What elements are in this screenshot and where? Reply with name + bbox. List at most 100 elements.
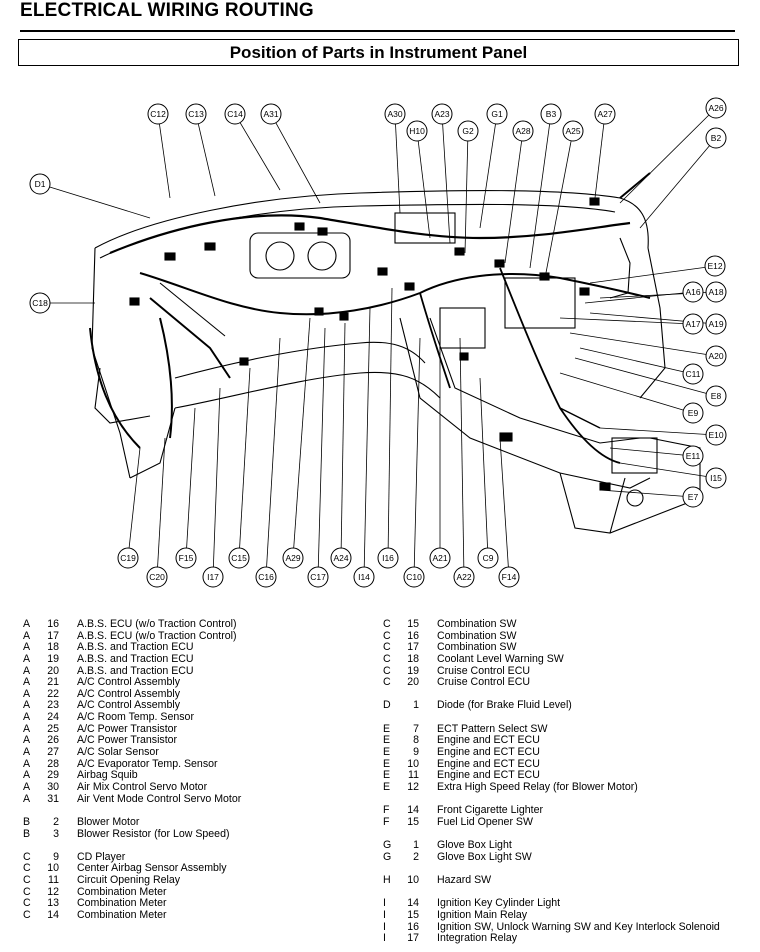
callout-a23: A23: [431, 103, 453, 125]
legend-code: A: [23, 676, 31, 689]
legend-code: C: [383, 641, 391, 654]
callout-c19: C19: [117, 547, 139, 569]
callout-f15: F15: [175, 547, 197, 569]
legend-number: 23: [47, 699, 59, 712]
legend-part-name: Diode (for Brake Fluid Level): [437, 699, 572, 712]
callout-circle: [682, 313, 704, 335]
callout-circle: [260, 103, 282, 125]
legend-part-name: Engine and ECT ECU: [437, 746, 540, 759]
callout-g2: G2: [457, 120, 479, 142]
legend-part-name: A/C Power Transistor: [77, 722, 178, 735]
legend-number: 17: [407, 932, 419, 945]
legend-part-name: Combination Meter: [77, 885, 167, 898]
leader-line-c12: [157, 113, 171, 199]
leader-line-i17: [212, 387, 221, 578]
legend-code: A: [23, 699, 31, 712]
legend-code: A: [23, 792, 31, 805]
callout-text: A24: [333, 553, 348, 563]
legend-number: 3: [53, 827, 59, 840]
legend-code: C: [23, 850, 31, 863]
callout-circle: [117, 547, 139, 569]
callout-circle: [330, 547, 352, 569]
legend-part-name: Combination SW: [437, 618, 517, 630]
instrument-panel-drawing: [89, 172, 701, 534]
callout-text: I16: [382, 553, 394, 563]
legend-part-name: Airbag Squib: [77, 769, 138, 782]
callout-c20: C20: [146, 566, 168, 588]
legend-code: A: [23, 641, 31, 654]
callout-text: A23: [434, 109, 449, 119]
legend-number: 27: [47, 746, 59, 759]
legend-number: 14: [407, 804, 419, 817]
callout-text: A29: [285, 553, 300, 563]
callout-circle: [705, 345, 727, 367]
legend-number: 12: [47, 885, 59, 898]
leader-line-a28: [504, 130, 524, 264]
callout-a21: A21: [429, 547, 451, 569]
legend-part-name: A.B.S. and Traction ECU: [77, 641, 194, 654]
callout-circle: [431, 103, 453, 125]
legend-code: C: [383, 629, 391, 642]
callout-circle: [403, 566, 425, 588]
callout-text: A17: [685, 319, 700, 329]
legend-code: F: [383, 804, 390, 817]
legend-number: 1: [413, 699, 419, 712]
legend-code: C: [23, 909, 31, 922]
legend-code: B: [23, 827, 31, 840]
callout-a24: A24: [330, 547, 352, 569]
legend-code: A: [23, 629, 31, 642]
legend-part-name: Ignition SW, Unlock Warning SW and Key I…: [437, 920, 720, 933]
leader-line-c9: [479, 377, 489, 559]
legend-part-name: Integration Relay: [437, 932, 518, 945]
callout-text: C16: [258, 572, 274, 582]
callout-circle: [682, 402, 704, 424]
callout-circle: [704, 255, 726, 277]
callout-text: A16: [685, 287, 700, 297]
callout-text: A22: [456, 572, 471, 582]
callout-c14: C14: [224, 103, 246, 125]
legend-part-name: Center Airbag Sensor Assembly: [77, 862, 227, 875]
leader-line-c17: [317, 327, 326, 578]
callout-e8: E8: [705, 385, 727, 407]
legend-number: 16: [407, 920, 419, 933]
legend-gap: [383, 712, 720, 724]
legend-code: A: [23, 711, 31, 724]
legend-part-name: A/C Room Temp. Sensor: [77, 711, 194, 724]
legend-gap: [383, 829, 720, 841]
legend-number: 13: [47, 897, 59, 910]
callout-circle: [705, 313, 727, 335]
callout-text: A20: [708, 351, 723, 361]
callout-text: C15: [231, 553, 247, 563]
callout-a30: A30: [384, 103, 406, 125]
legend-number: 11: [48, 874, 59, 887]
leader-line-f15: [185, 407, 196, 559]
leader-line-a17: [559, 317, 694, 325]
callout-text: G1: [491, 109, 503, 119]
callout-circle: [705, 281, 727, 303]
callout-text: E9: [688, 408, 699, 418]
callout-text: C10: [406, 572, 422, 582]
legend-code: E: [383, 722, 391, 735]
legend-part-name: Coolant Level Warning SW: [437, 652, 564, 665]
leader-line-i16: [387, 287, 393, 559]
callout-text: A26: [708, 103, 723, 113]
callout-c9: C9: [477, 547, 499, 569]
callout-circle: [682, 281, 704, 303]
callout-a17: A17: [682, 313, 704, 335]
leader-line-a23: [441, 113, 451, 244]
